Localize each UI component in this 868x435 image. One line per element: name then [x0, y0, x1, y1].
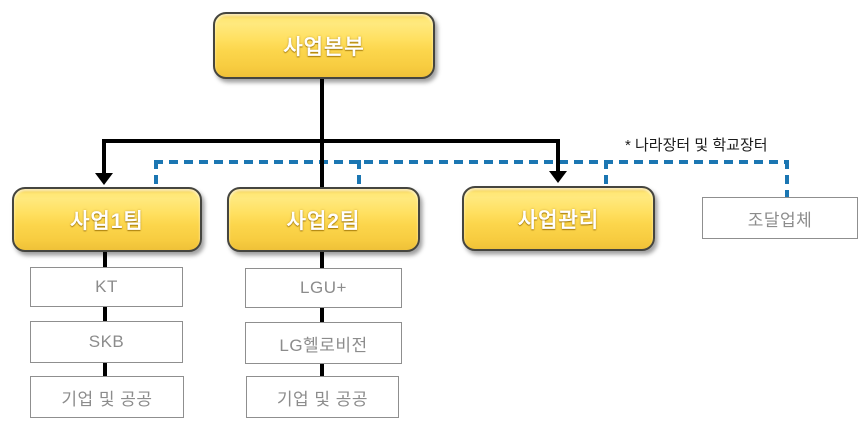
- node-team2: 사업2팀: [227, 187, 420, 252]
- node-team2-lgu-label: LGU+: [300, 278, 347, 297]
- node-business-mgmt-label: 사업관리: [517, 208, 600, 232]
- connector-drop-mgmt: [556, 139, 560, 171]
- node-team1-kt-label: KT: [95, 277, 118, 296]
- connector-team1-child3: [103, 361, 107, 377]
- connector-team2-child3: [320, 362, 324, 377]
- node-business-hq: 사업본부: [213, 12, 435, 79]
- node-team2-lgu: LGU+: [245, 268, 402, 308]
- node-team2-lghellovision: LG헬로비전: [245, 322, 402, 364]
- node-team1: 사업1팀: [12, 187, 202, 252]
- node-business-hq-label: 사업본부: [283, 35, 365, 59]
- node-team2-lghellovision-label: LG헬로비전: [279, 335, 368, 355]
- node-team1-public: 기업 및 공공: [30, 376, 184, 418]
- connector-drop-team1: [102, 139, 106, 173]
- dashed-connector-drop-team2: [357, 160, 361, 188]
- node-team2-public-label: 기업 및 공공: [276, 389, 369, 409]
- node-team1-skb-label: SKB: [88, 332, 125, 351]
- arrowhead-mgmt: [549, 171, 567, 183]
- connector-team2-child1: [320, 248, 324, 269]
- node-business-mgmt: 사업관리: [462, 186, 655, 251]
- dashed-connector-drop-team1: [154, 160, 158, 188]
- node-team2-public: 기업 및 공공: [246, 376, 399, 418]
- node-vendor: 조달업체: [702, 197, 858, 239]
- connector-team2-child2: [320, 307, 324, 323]
- node-team1-label: 사업1팀: [70, 209, 144, 233]
- connector-branch-horizontal: [102, 139, 560, 143]
- node-team1-public-label: 기업 및 공공: [61, 389, 153, 409]
- connector-team1-child1: [103, 248, 107, 268]
- node-vendor-label: 조달업체: [747, 210, 813, 230]
- node-team1-kt: KT: [30, 267, 183, 307]
- node-team1-skb: SKB: [30, 321, 183, 363]
- annotation-procurement-note: * 나라장터 및 학교장터: [625, 137, 768, 154]
- connector-root-stem: [320, 75, 324, 188]
- connector-team1-child2: [103, 305, 107, 322]
- node-team2-label: 사업2팀: [286, 209, 361, 233]
- dashed-connector-drop-mgmt: [604, 160, 608, 187]
- arrowhead-team1: [95, 173, 113, 185]
- dashed-connector-horizontal: [154, 160, 789, 164]
- dashed-connector-drop-vendor: [785, 160, 789, 198]
